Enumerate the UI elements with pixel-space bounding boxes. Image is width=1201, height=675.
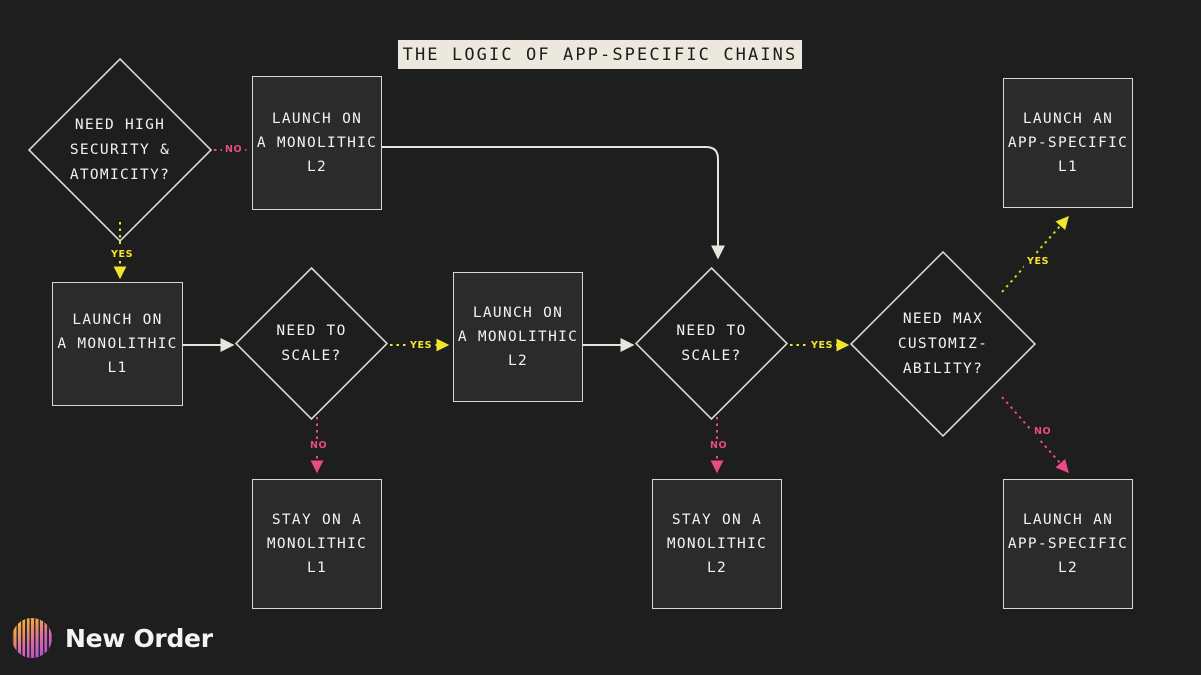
- box-mono-l1-line-2: A MONOLITHIC: [57, 336, 178, 352]
- box-mid-l2-line-3: L2: [507, 353, 529, 369]
- decision-need-to-scale-1[interactable]: NEED TO SCALE?: [233, 265, 390, 422]
- edge-label-security-no: NO: [222, 143, 246, 156]
- new-order-logo-icon: [12, 618, 52, 658]
- edge-top-l2-to-scale2: [382, 146, 725, 260]
- decision-need-max-customizability[interactable]: NEED MAX CUSTOMIZ- ABILITY?: [848, 249, 1038, 439]
- edge-label-custom-no: NO: [1031, 425, 1055, 438]
- box-top-l2-line-1: LAUNCH ON: [271, 111, 363, 127]
- box-stay-l2-line-3: L2: [706, 560, 728, 576]
- box-stay-l1-line-2: MONOLITHIC: [266, 536, 368, 552]
- edge-label-security-yes: YES: [108, 248, 137, 261]
- box-app-l2-line-2: APP-SPECIFIC: [1007, 536, 1129, 552]
- diamond-outline: [634, 266, 789, 421]
- box-app-l2-line-1: LAUNCH AN: [1022, 512, 1114, 528]
- box-stay-l2-line-2: MONOLITHIC: [666, 536, 768, 552]
- box-app-l1-line-2: APP-SPECIFIC: [1007, 135, 1129, 151]
- box-launch-monolithic-l2-mid[interactable]: LAUNCH ON A MONOLITHIC L2: [453, 272, 583, 402]
- box-stay-l1-line-3: L1: [306, 560, 328, 576]
- diamond-outline: [27, 57, 213, 243]
- box-mid-l2-line-1: LAUNCH ON: [472, 305, 564, 321]
- decision-security-line-2: SECURITY &: [69, 141, 171, 158]
- page-title: THE LOGIC OF APP-SPECIFIC CHAINS: [398, 40, 802, 69]
- box-stay-l2-line-1: STAY ON A: [671, 512, 763, 528]
- edge-label-scale2-yes: YES: [808, 339, 837, 352]
- box-top-l2-line-2: A MONOLITHIC: [256, 135, 378, 151]
- edge-label-custom-yes: YES: [1024, 255, 1053, 268]
- box-app-l2-line-3: L2: [1057, 560, 1079, 576]
- box-stay-monolithic-l2[interactable]: STAY ON A MONOLITHIC L2: [652, 479, 782, 609]
- logo-stripes: [12, 618, 52, 658]
- decision-scale1-line-2: SCALE?: [281, 347, 342, 364]
- edge-label-scale1-no: NO: [307, 439, 331, 452]
- diamond-outline: [849, 250, 1037, 438]
- decision-custom-line-1: NEED MAX: [902, 310, 984, 327]
- brand-logo: New Order: [12, 618, 213, 658]
- box-launch-app-specific-l1[interactable]: LAUNCH AN APP-SPECIFIC L1: [1003, 78, 1133, 208]
- box-mono-l1-line-3: L1: [107, 360, 128, 376]
- edge-label-scale2-no: NO: [707, 439, 731, 452]
- brand-name: New Order: [65, 623, 213, 653]
- decision-need-to-scale-2[interactable]: NEED TO SCALE?: [633, 265, 790, 422]
- decision-security-line-1: NEED HIGH: [74, 116, 166, 133]
- decision-scale2-line-2: SCALE?: [681, 347, 742, 364]
- diamond-outline: [234, 266, 389, 421]
- box-stay-l1-line-1: STAY ON A: [271, 512, 363, 528]
- decision-custom-line-2: CUSTOMIZ-: [897, 335, 989, 352]
- box-launch-app-specific-l2[interactable]: LAUNCH AN APP-SPECIFIC L2: [1003, 479, 1133, 609]
- box-mid-l2-line-2: A MONOLITHIC: [457, 329, 579, 345]
- decision-security-line-3: ATOMICITY?: [69, 166, 171, 183]
- decision-scale2-line-1: NEED TO: [676, 322, 747, 339]
- decision-security-atomicity[interactable]: NEED HIGH SECURITY & ATOMICITY?: [26, 56, 214, 244]
- box-app-l1-line-1: LAUNCH AN: [1022, 111, 1114, 127]
- edge-label-scale1-yes: YES: [407, 339, 436, 352]
- decision-custom-line-3: ABILITY?: [902, 360, 984, 377]
- decision-scale1-line-1: NEED TO: [276, 322, 347, 339]
- box-mono-l1-line-1: LAUNCH ON: [72, 312, 163, 328]
- box-launch-monolithic-l1[interactable]: LAUNCH ON A MONOLITHIC L1: [52, 282, 183, 406]
- box-app-l1-line-3: L1: [1057, 159, 1079, 175]
- box-launch-monolithic-l2-top[interactable]: LAUNCH ON A MONOLITHIC L2: [252, 76, 382, 210]
- box-top-l2-line-3: L2: [306, 159, 328, 175]
- box-stay-monolithic-l1[interactable]: STAY ON A MONOLITHIC L1: [252, 479, 382, 609]
